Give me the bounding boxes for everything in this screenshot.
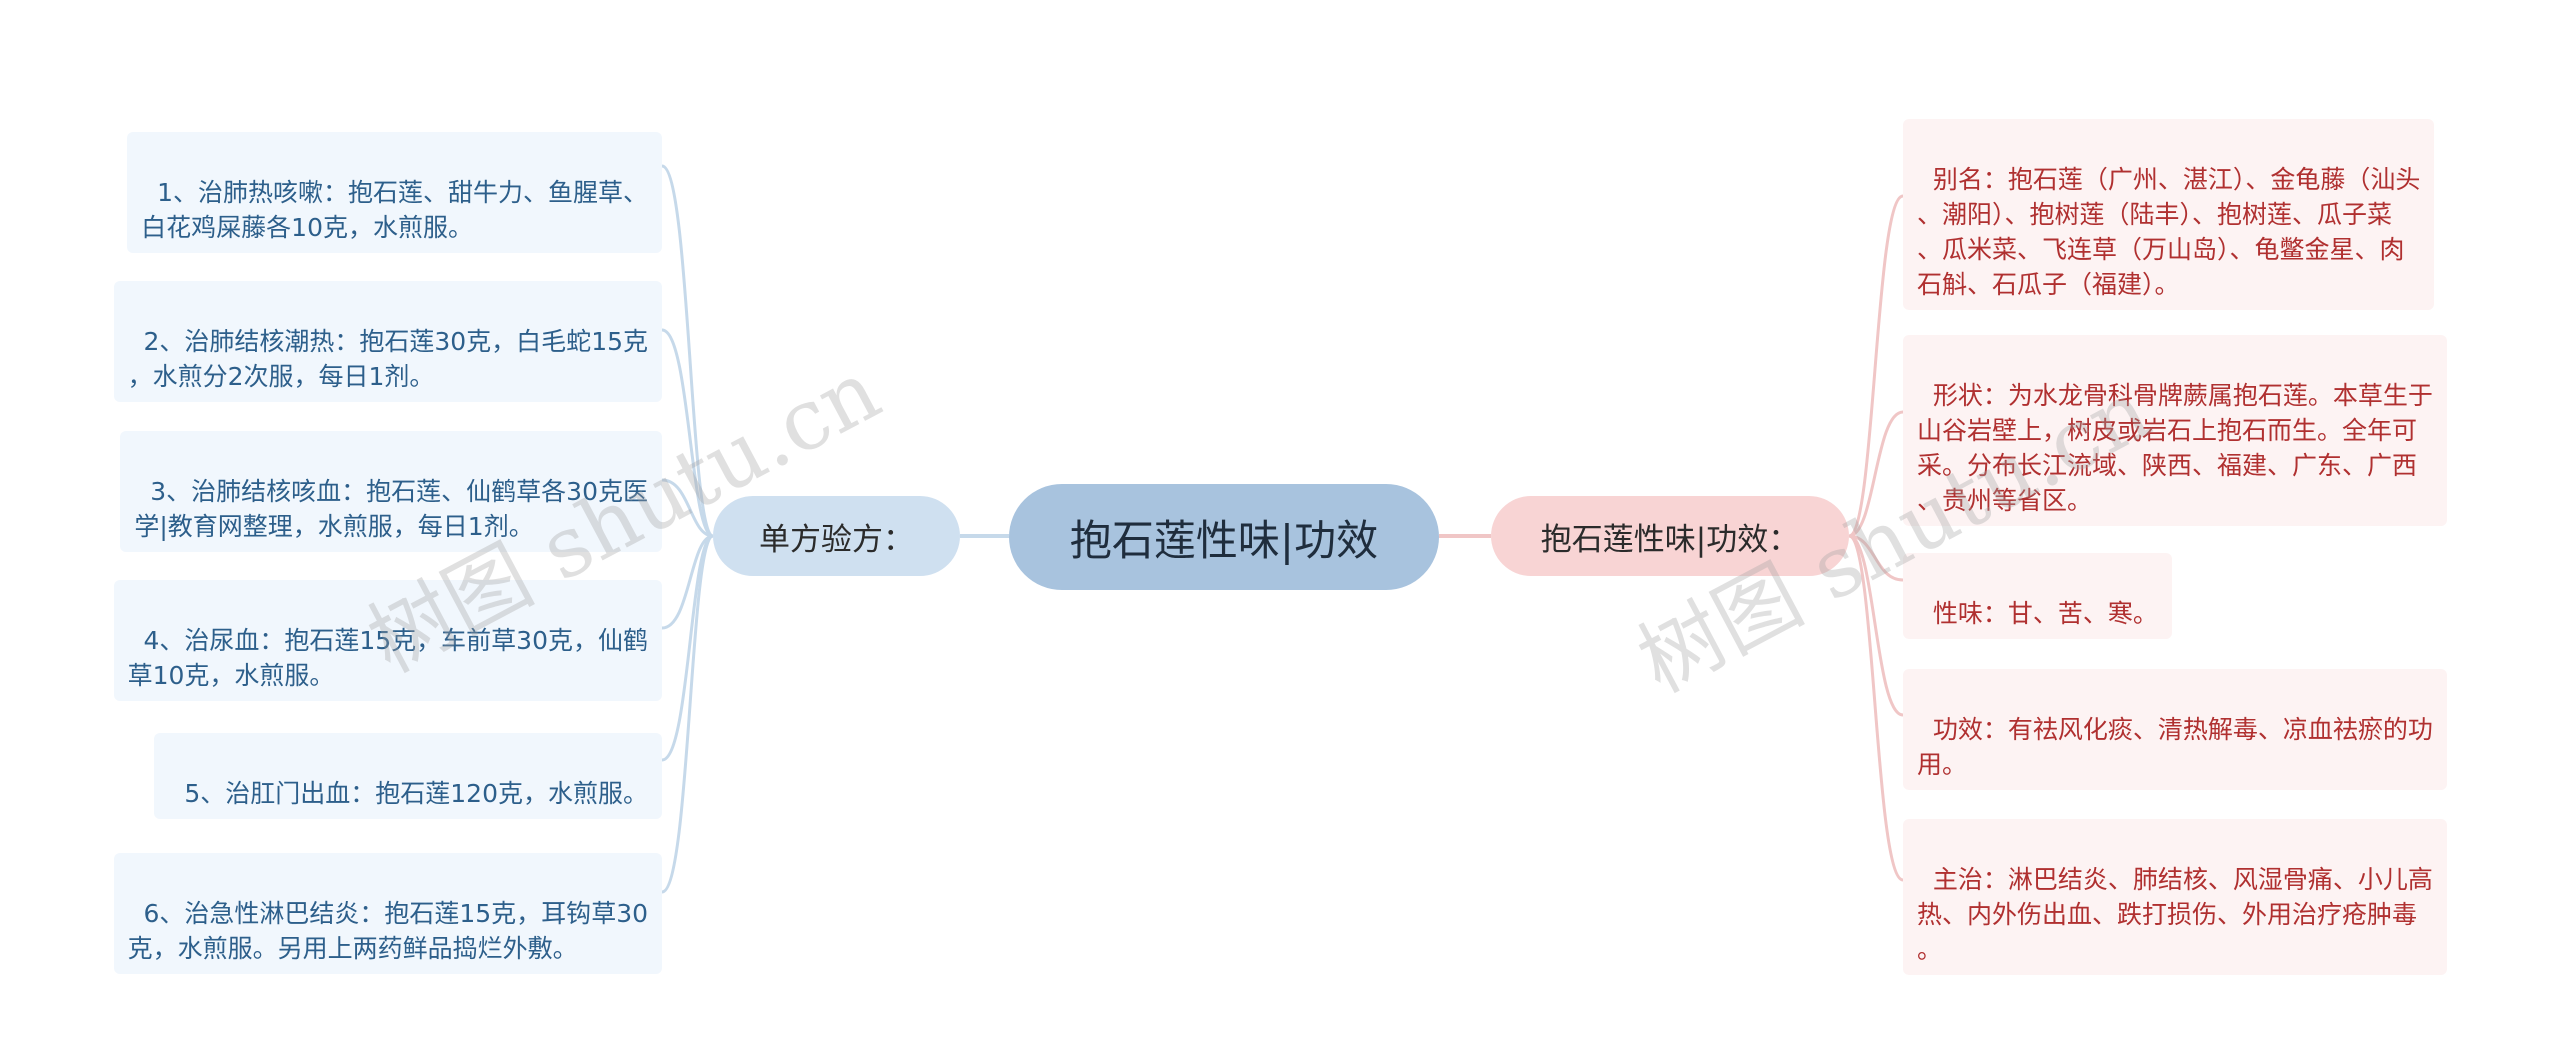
- leaf-remedy-5[interactable]: 5、治肛门出血：抱石莲120克，水煎服。: [154, 733, 662, 819]
- branch-prescriptions-label: 单方验方：: [759, 521, 914, 558]
- branch-properties-label: 抱石莲性味|功效：: [1540, 521, 1800, 558]
- leaf-nature[interactable]: 性味：甘、苦、寒。: [1903, 553, 2172, 639]
- leaf-remedy-6[interactable]: 6、治急性淋巴结炎：抱石莲15克，耳钩草30 克，水煎服。另用上两药鲜品捣烂外敷…: [113, 853, 662, 974]
- left-leaf-connector: [661, 534, 714, 630]
- branch-properties[interactable]: 抱石莲性味|功效：: [1491, 496, 1849, 576]
- right-leaf-connector: [1848, 534, 1904, 717]
- leaf-remedy-3[interactable]: 3、治肺结核咳血：抱石莲、仙鹤草各30克医 学|教育网整理，水煎服，每日1剂。: [120, 431, 662, 552]
- leaf-remedy-2-text: 2、治肺结核潮热：抱石莲30克，白毛蛇15克 ，水煎分2次服，每日1剂。: [127, 327, 648, 391]
- left-leaf-connector: [661, 164, 715, 538]
- leaf-remedy-2[interactable]: 2、治肺结核潮热：抱石莲30克，白毛蛇15克 ，水煎分2次服，每日1剂。: [113, 281, 662, 402]
- leaf-nature-text: 性味：甘、苦、寒。: [1932, 599, 2158, 628]
- left-leaf-connector: [661, 534, 714, 894]
- left-leaf-connector: [661, 478, 714, 538]
- central-topic-label: 抱石莲性味|功效: [1069, 515, 1379, 565]
- right-leaf-connector: [1848, 534, 1904, 882]
- leaf-indications-text: 主治：淋巴结炎、肺结核、风湿骨痛、小儿高 热、内外伤出血、跌打损伤、外用治疗疮肿…: [1917, 865, 2433, 964]
- left-leaf-connector: [661, 328, 714, 538]
- leaf-efficacy[interactable]: 功效：有祛风化痰、清热解毒、凉血祛瘀的功 用。: [1903, 669, 2447, 790]
- leaf-remedy-1-text: 1、治肺热咳嗽：抱石莲、甜牛力、鱼腥草、 白花鸡屎藤各10克，水煎服。: [141, 178, 648, 242]
- leaf-remedy-6-text: 6、治急性淋巴结炎：抱石莲15克，耳钩草30 克，水煎服。另用上两药鲜品捣烂外敷…: [127, 899, 648, 963]
- leaf-remedy-1[interactable]: 1、治肺热咳嗽：抱石莲、甜牛力、鱼腥草、 白花鸡屎藤各10克，水煎服。: [127, 132, 662, 253]
- leaf-indications[interactable]: 主治：淋巴结炎、肺结核、风湿骨痛、小儿高 热、内外伤出血、跌打损伤、外用治疗疮肿…: [1903, 819, 2447, 975]
- leaf-remedy-4-text: 4、治尿血：抱石莲15克，车前草30克，仙鹤 草10克，水煎服。: [127, 626, 648, 690]
- leaf-alias-text: 别名：抱石莲（广州、湛江）、金龟藤（汕头 、潮阳）、抱树莲（陆丰）、抱树莲、瓜子…: [1917, 165, 2421, 299]
- leaf-remedy-3-text: 3、治肺结核咳血：抱石莲、仙鹤草各30克医 学|教育网整理，水煎服，每日1剂。: [134, 477, 648, 541]
- branch-prescriptions[interactable]: 单方验方：: [713, 496, 960, 576]
- left-leaf-connector: [661, 534, 714, 762]
- leaf-remedy-4[interactable]: 4、治尿血：抱石莲15克，车前草30克，仙鹤 草10克，水煎服。: [113, 580, 662, 701]
- leaf-remedy-5-text: 5、治肛门出血：抱石莲120克，水煎服。: [184, 779, 648, 808]
- central-topic[interactable]: 抱石莲性味|功效: [1009, 484, 1439, 590]
- leaf-shape[interactable]: 形状：为水龙骨科骨牌蕨属抱石莲。本草生于 山谷岩壁上，树皮或岩石上抱石而生。全年…: [1903, 335, 2447, 526]
- right-leaf-connector: [1848, 410, 1904, 538]
- leaf-shape-text: 形状：为水龙骨科骨牌蕨属抱石莲。本草生于 山谷岩壁上，树皮或岩石上抱石而生。全年…: [1917, 381, 2433, 515]
- right-leaf-connector: [1848, 534, 1904, 582]
- leaf-efficacy-text: 功效：有祛风化痰、清热解毒、凉血祛瘀的功 用。: [1917, 715, 2433, 779]
- right-leaf-connector: [1848, 194, 1904, 538]
- leaf-alias[interactable]: 别名：抱石莲（广州、湛江）、金龟藤（汕头 、潮阳）、抱树莲（陆丰）、抱树莲、瓜子…: [1903, 119, 2435, 310]
